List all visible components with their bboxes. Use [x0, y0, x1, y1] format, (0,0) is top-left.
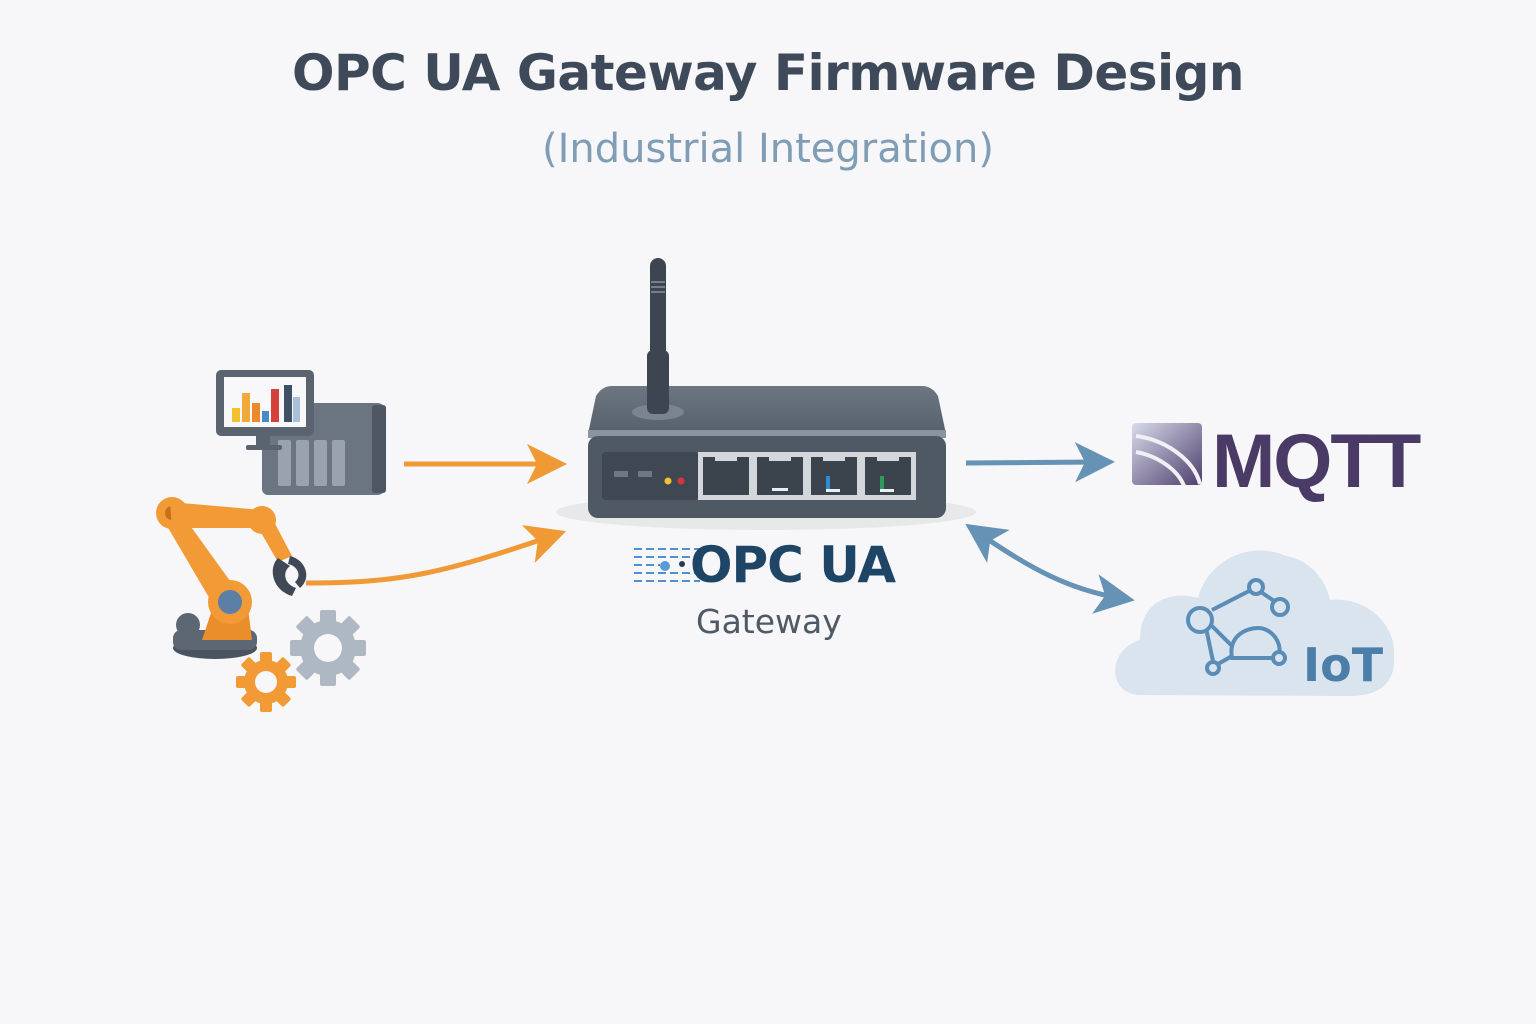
mqtt-label: MQTT: [1212, 419, 1421, 504]
gears-icon: [236, 610, 366, 712]
status-led-yellow: [664, 477, 672, 485]
robot-to-gateway-arrow: [305, 525, 567, 586]
plc-monitor-icon: [216, 370, 386, 495]
iot-label: IoT: [1303, 638, 1384, 692]
iot-cloud-icon: [1115, 550, 1395, 696]
gateway-label: Gateway: [696, 602, 842, 641]
ethernet-port: [811, 455, 857, 495]
gateway-device-icon: [556, 258, 976, 530]
opcua-logo-lines-icon: [634, 548, 700, 582]
mqtt-logo-icon: [1132, 423, 1202, 487]
gateway-iot-bidirectional-arrow: [965, 523, 1135, 614]
ethernet-port: [703, 455, 749, 495]
ethernet-port: [865, 455, 911, 495]
status-led-red: [677, 477, 685, 485]
ethernet-port: [757, 455, 803, 495]
robot-arm-icon: [156, 497, 307, 659]
ethernet-ports: [703, 455, 911, 495]
gateway-to-mqtt-arrow: [965, 442, 1115, 483]
diagram-title: OPC UA Gateway Firmware Design: [291, 44, 1245, 102]
diagram-subtitle: (Industrial Integration): [542, 126, 994, 172]
gateway-logo-label: OPC UA: [690, 536, 896, 594]
